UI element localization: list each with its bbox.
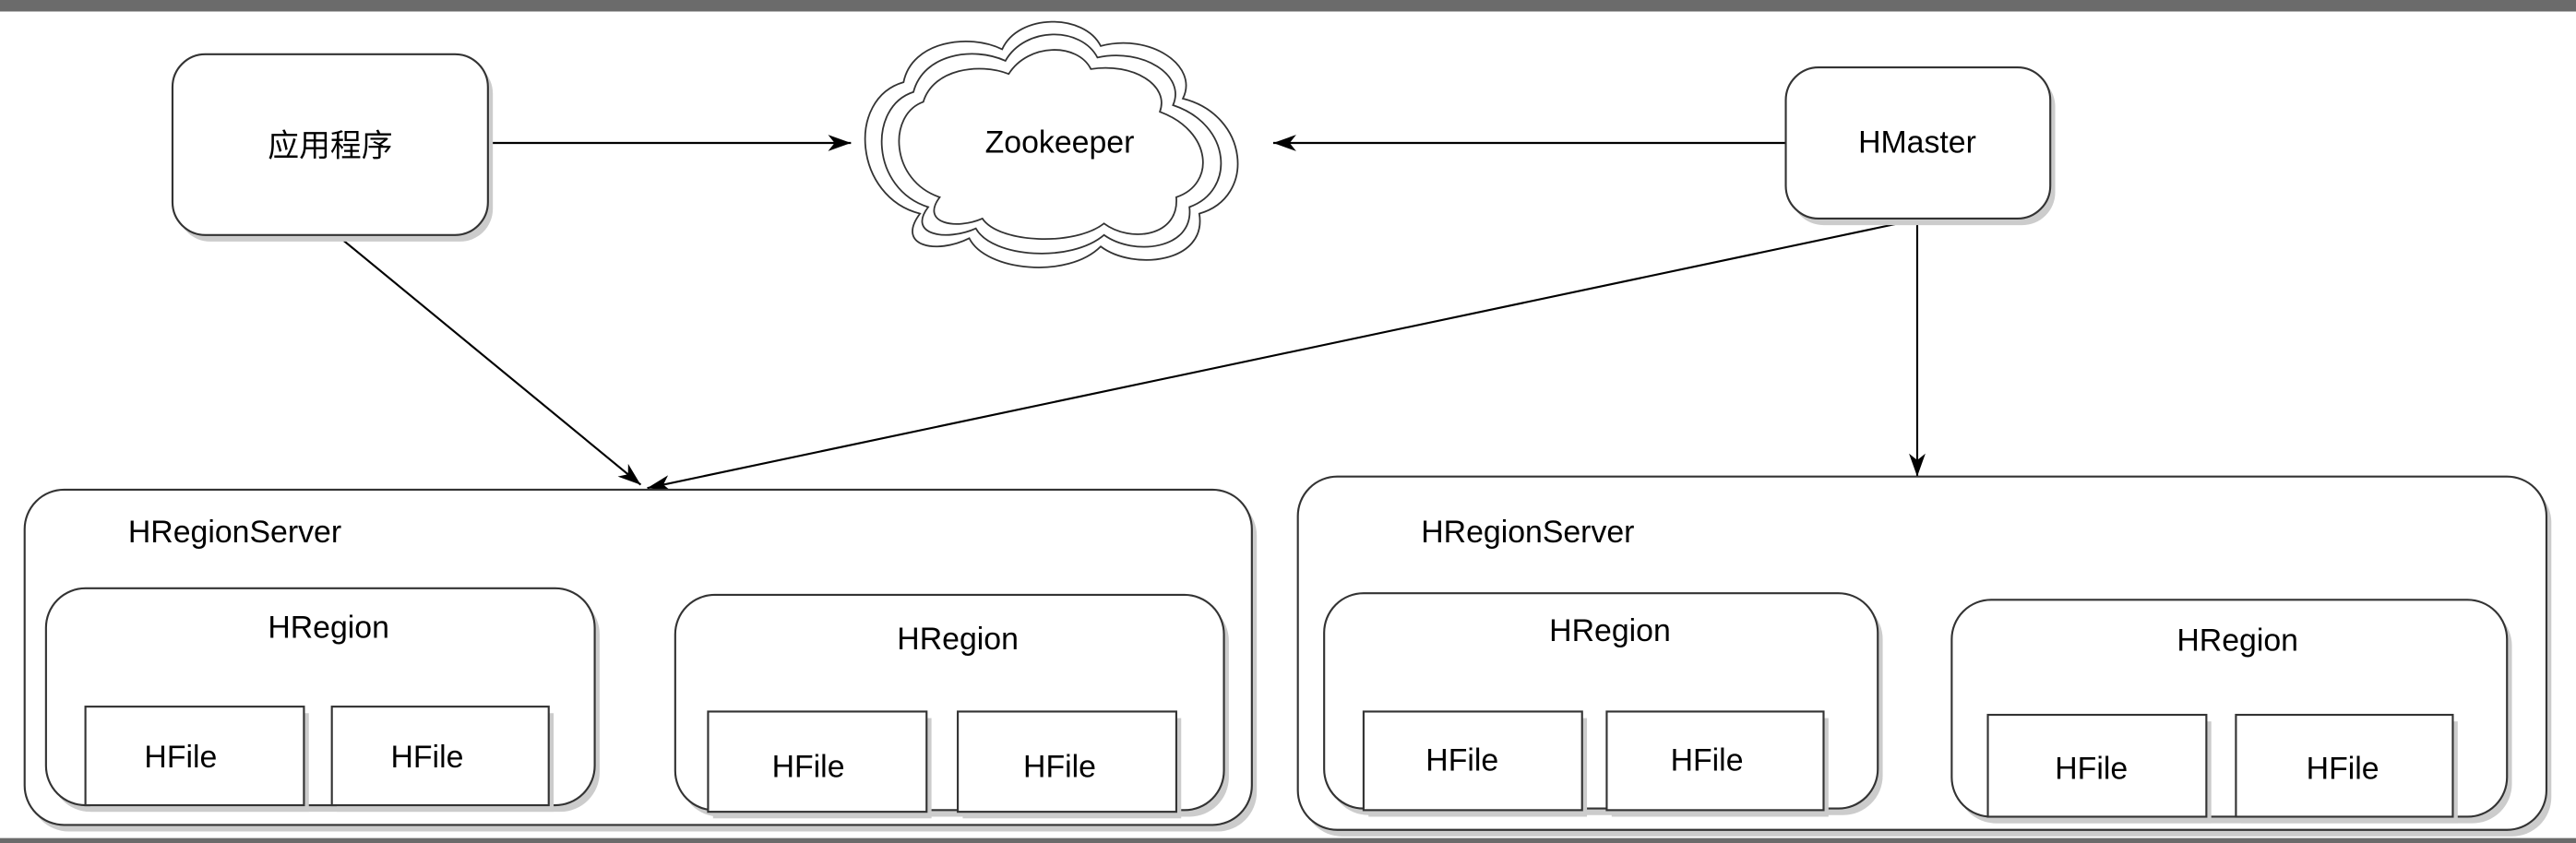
zookeeper-label: Zookeeper	[985, 125, 1135, 160]
hfile[interactable]: HFile	[1362, 710, 1588, 817]
hfile[interactable]: HFile	[707, 710, 932, 819]
region-label: HRegion	[2176, 623, 2298, 659]
hfile[interactable]: HFile	[957, 710, 1182, 819]
hfile-label: HFile	[772, 750, 845, 785]
hregion[interactable]: HRegion HFile HFile	[1323, 592, 1883, 817]
app-node[interactable]: 应用程序	[171, 53, 494, 242]
hfile-label: HFile	[1023, 750, 1096, 785]
hregion[interactable]: HRegion HFile HFile	[674, 593, 1229, 819]
hfile-label: HFile	[390, 740, 463, 775]
hregionserver-left[interactable]: HRegionServer HRegion HFile HFile HRegio…	[23, 488, 1258, 832]
hfile[interactable]: HFile	[2235, 713, 2458, 824]
hfile-label: HFile	[2307, 752, 2379, 787]
edge-hmaster-server-left	[647, 219, 1914, 492]
hfile-label: HFile	[2055, 752, 2128, 787]
server-label: HRegionServer	[1421, 515, 1634, 550]
app-label: 应用程序	[268, 128, 392, 163]
region-label: HRegion	[268, 610, 389, 645]
region-label: HRegion	[1549, 613, 1671, 648]
hfile-label: HFile	[144, 740, 217, 775]
hregion[interactable]: HRegion HFile HFile	[1950, 599, 2512, 824]
server-label: HRegionServer	[128, 515, 341, 550]
hmaster-label: HMaster	[1858, 125, 1976, 160]
zookeeper-node[interactable]: Zookeeper	[864, 20, 1239, 268]
top-frame-bar	[0, 0, 2576, 12]
hfile-label: HFile	[1671, 743, 1744, 778]
hfile[interactable]: HFile	[330, 706, 555, 813]
hfile-label: HFile	[1425, 743, 1498, 778]
hregionserver-right[interactable]: HRegionServer HRegion HFile HFile HRegio…	[1296, 475, 2552, 837]
hfile[interactable]: HFile	[84, 706, 309, 813]
hfile[interactable]: HFile	[1605, 710, 1829, 817]
cloud-icon	[864, 20, 1239, 268]
hregion[interactable]: HRegion HFile HFile	[44, 587, 600, 813]
bottom-frame-bar	[0, 837, 2576, 843]
hmaster-node[interactable]: HMaster	[1784, 65, 2056, 226]
region-label: HRegion	[897, 622, 1019, 657]
edge-app-server-left	[336, 233, 642, 486]
hfile[interactable]: HFile	[1986, 713, 2212, 824]
